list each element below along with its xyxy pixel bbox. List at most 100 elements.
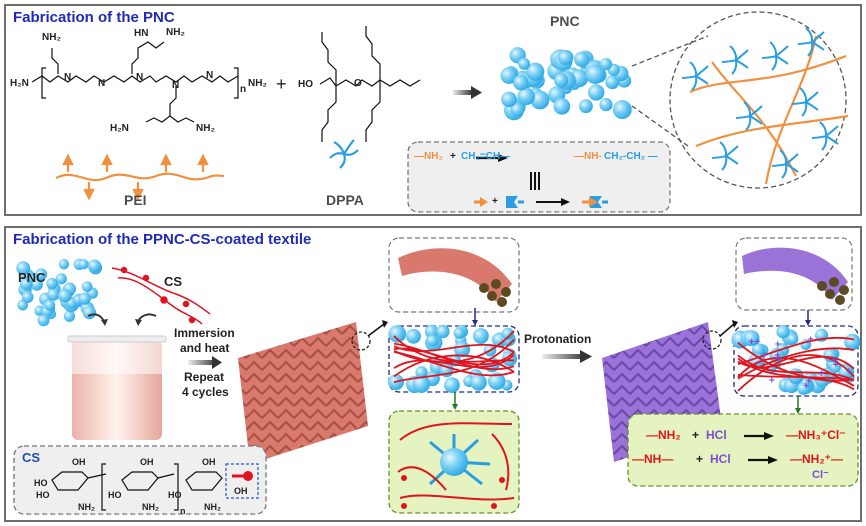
- dppa-atom-label: O: [354, 78, 362, 89]
- nanoparticle: [444, 377, 460, 393]
- nanoparticle: [526, 62, 545, 81]
- dppa-structure: [319, 26, 421, 142]
- positive-charge: +: [846, 367, 852, 378]
- cs-chain: [737, 347, 855, 380]
- nanoparticle: [30, 278, 43, 291]
- nanoparticle: [78, 292, 91, 305]
- nanoparticle: [510, 102, 525, 117]
- positive-charge: +: [808, 335, 814, 346]
- nanoparticle: [63, 310, 75, 322]
- panel-textile-fabrication: Fabrication of the PPNC-CS-coated textil…: [4, 226, 862, 522]
- nanoparticle: [470, 373, 487, 391]
- dppa-label: DPPA: [326, 192, 364, 208]
- nanoparticle: [19, 277, 33, 291]
- dppa-molecule: [771, 149, 799, 179]
- nanoparticle: [424, 324, 439, 339]
- cs-repeat-label: n: [180, 506, 186, 516]
- pei-atom-label: H₂N: [10, 78, 29, 89]
- panel-pnc-fabrication: Fabrication of the PNC: [4, 4, 862, 216]
- pei-atom-label: NH₂: [166, 27, 185, 38]
- nanoparticle: [518, 57, 531, 70]
- reaction-product-chain: CH₂-CH₂ —: [604, 151, 658, 162]
- nanoparticle: [501, 327, 514, 340]
- dppa-molecule: [797, 27, 825, 57]
- protonation-r2-product: —NH₂⁺—: [790, 452, 843, 466]
- pei-label: PEI: [124, 192, 147, 208]
- nanoparticle: [830, 361, 841, 373]
- nanoparticle: [412, 375, 431, 393]
- cs-atom-label: HO: [36, 490, 50, 500]
- cs-atom-label: NH₂: [142, 502, 159, 512]
- protonation-r1-plus: +: [692, 428, 700, 442]
- cs-box-title: CS: [22, 450, 41, 465]
- reaction-icon-plus: +: [492, 196, 498, 207]
- pei-atom-label: NH₂: [42, 32, 61, 43]
- positive-charge: +: [762, 351, 768, 362]
- cs-atom-label: HO: [34, 478, 48, 488]
- nanoparticle: [58, 288, 72, 303]
- positive-charge: +: [775, 351, 781, 362]
- cs-chain: [737, 336, 855, 366]
- protonation-box: [627, 413, 859, 487]
- nanoparticle: [78, 259, 89, 270]
- cs-chain-icon: [111, 266, 211, 325]
- pei-atom-label: NH₂: [196, 123, 215, 134]
- cs-chain: [393, 354, 515, 369]
- cs-chain: [393, 335, 515, 363]
- pei-atom-label: N: [206, 70, 214, 81]
- pnc-small-cluster: [16, 258, 103, 327]
- pnc-label: PNC: [550, 13, 580, 29]
- nanoparticle: [82, 305, 97, 320]
- pnc-scheme-graphics: [31, 11, 849, 213]
- nanoparticle: [453, 327, 466, 339]
- nanoparticle: [587, 84, 605, 101]
- pei-atom-label: H₂N: [110, 123, 129, 134]
- step-cycles: 4 cycles: [182, 385, 229, 399]
- reaction-plus: +: [450, 151, 456, 162]
- nanoparticle: [16, 261, 31, 276]
- cs-chain: [737, 354, 855, 392]
- nanoparticle: [553, 97, 571, 115]
- nanoparticle: [743, 330, 760, 347]
- dppa-molecule: [811, 121, 839, 151]
- nanoparticle: [436, 324, 450, 339]
- nanoparticle: [81, 281, 93, 292]
- cs-chain: [737, 374, 855, 381]
- nanoparticle: [599, 98, 613, 112]
- nanoparticle: [797, 382, 810, 395]
- nanoparticle: [55, 273, 67, 285]
- plus-sign: +: [276, 74, 287, 94]
- pei-atom-label: N: [172, 80, 180, 91]
- pei-atom-label: HN: [134, 28, 149, 39]
- cs-atom-label: OH: [72, 457, 86, 467]
- panel-title: Fabrication of the PNC: [13, 9, 175, 26]
- positive-charge: +: [775, 340, 781, 351]
- nanoparticle: [35, 268, 48, 281]
- dppa-molecule: [761, 41, 789, 71]
- step-heat: and heat: [180, 341, 230, 355]
- cs-chain: [393, 354, 515, 378]
- reaction-arrow: [453, 86, 482, 99]
- pnc-cs-interaction: [397, 422, 515, 509]
- pei-chain: [689, 54, 847, 94]
- nanoparticle: [776, 325, 790, 339]
- protonation-r2-counterion: Cl⁻: [812, 469, 829, 481]
- panel-title: Fabrication of the PPNC-CS-coated textil…: [13, 231, 312, 248]
- cs-label: CS: [164, 274, 183, 289]
- nanoparticle: [585, 64, 605, 84]
- pei-atom-label: N: [64, 72, 72, 83]
- beaker: [67, 335, 167, 440]
- nanoparticle: [530, 90, 550, 110]
- reaction-product-nh: —NH-: [574, 151, 602, 162]
- nanoparticle: [415, 366, 428, 379]
- reaction-icons: [474, 196, 608, 208]
- textile-scheme-graphics: ++++++++++++++: [13, 237, 860, 515]
- nanoparticle: [578, 99, 593, 114]
- nanoparticle: [37, 314, 50, 327]
- protonation-r1-amine: —NH₂: [646, 428, 681, 442]
- positive-charge: +: [831, 356, 837, 367]
- nanoparticle: [513, 75, 529, 91]
- positive-charge: +: [806, 377, 812, 388]
- nanoparticle: [21, 291, 34, 303]
- reaction-amine: —NH₂: [414, 151, 443, 162]
